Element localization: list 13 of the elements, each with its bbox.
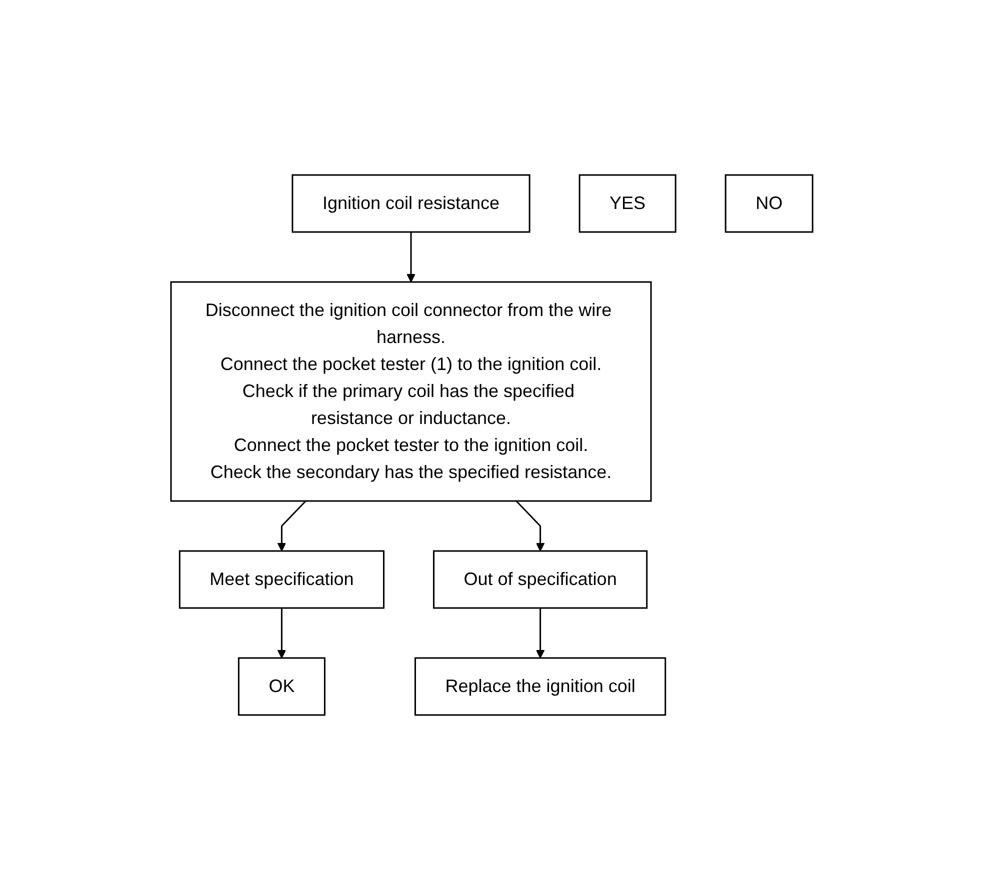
arrow <box>278 500 306 551</box>
node-box: Replace the ignition coil <box>414 656 666 716</box>
node-box: NO <box>725 174 814 232</box>
node-box: YES <box>579 174 677 232</box>
arrow <box>516 500 545 551</box>
arrow <box>278 608 286 658</box>
arrow <box>536 608 545 658</box>
node-box: Out of specification <box>433 550 648 608</box>
node-box: Disconnect the ignition coil connector from the wire harness. Connect the pocket tester (1) to the ignition coil. Check if the primary coil has the specified resistance or inductance. Connect the pocket tester to the ignition coil. Check the secondary has the specified resistance. <box>170 280 652 502</box>
node-box: OK <box>238 656 326 716</box>
node-box: Meet specification <box>179 550 385 608</box>
node-box: Ignition coil resistance <box>292 174 530 232</box>
arrow <box>406 232 416 282</box>
